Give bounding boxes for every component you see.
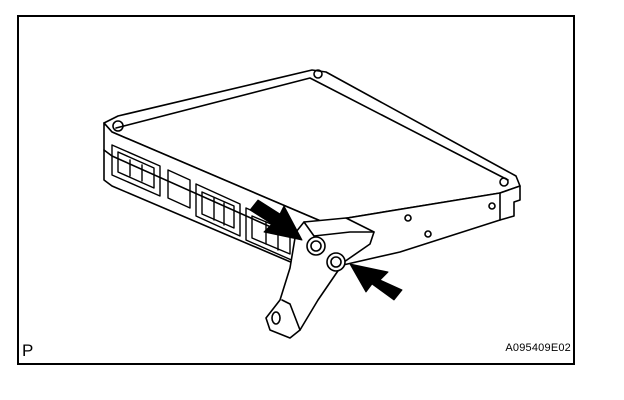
bolt [326, 252, 346, 272]
arrow-icon [349, 263, 403, 301]
mount-hole [404, 214, 412, 222]
mount-hole [488, 202, 496, 210]
bolt [306, 236, 326, 256]
corner-label: P [22, 341, 34, 360]
mounting-bracket [265, 217, 375, 339]
ecu-top-bevel [115, 77, 509, 181]
corner-boss [313, 69, 323, 79]
arrow-icon [249, 199, 303, 241]
corner-boss [499, 177, 509, 187]
bracket-hole [271, 311, 281, 325]
ecu-right-face [322, 185, 521, 269]
corner-boss [112, 120, 124, 132]
figure-code: A095409E02 [505, 342, 571, 354]
mount-hole [424, 230, 432, 238]
